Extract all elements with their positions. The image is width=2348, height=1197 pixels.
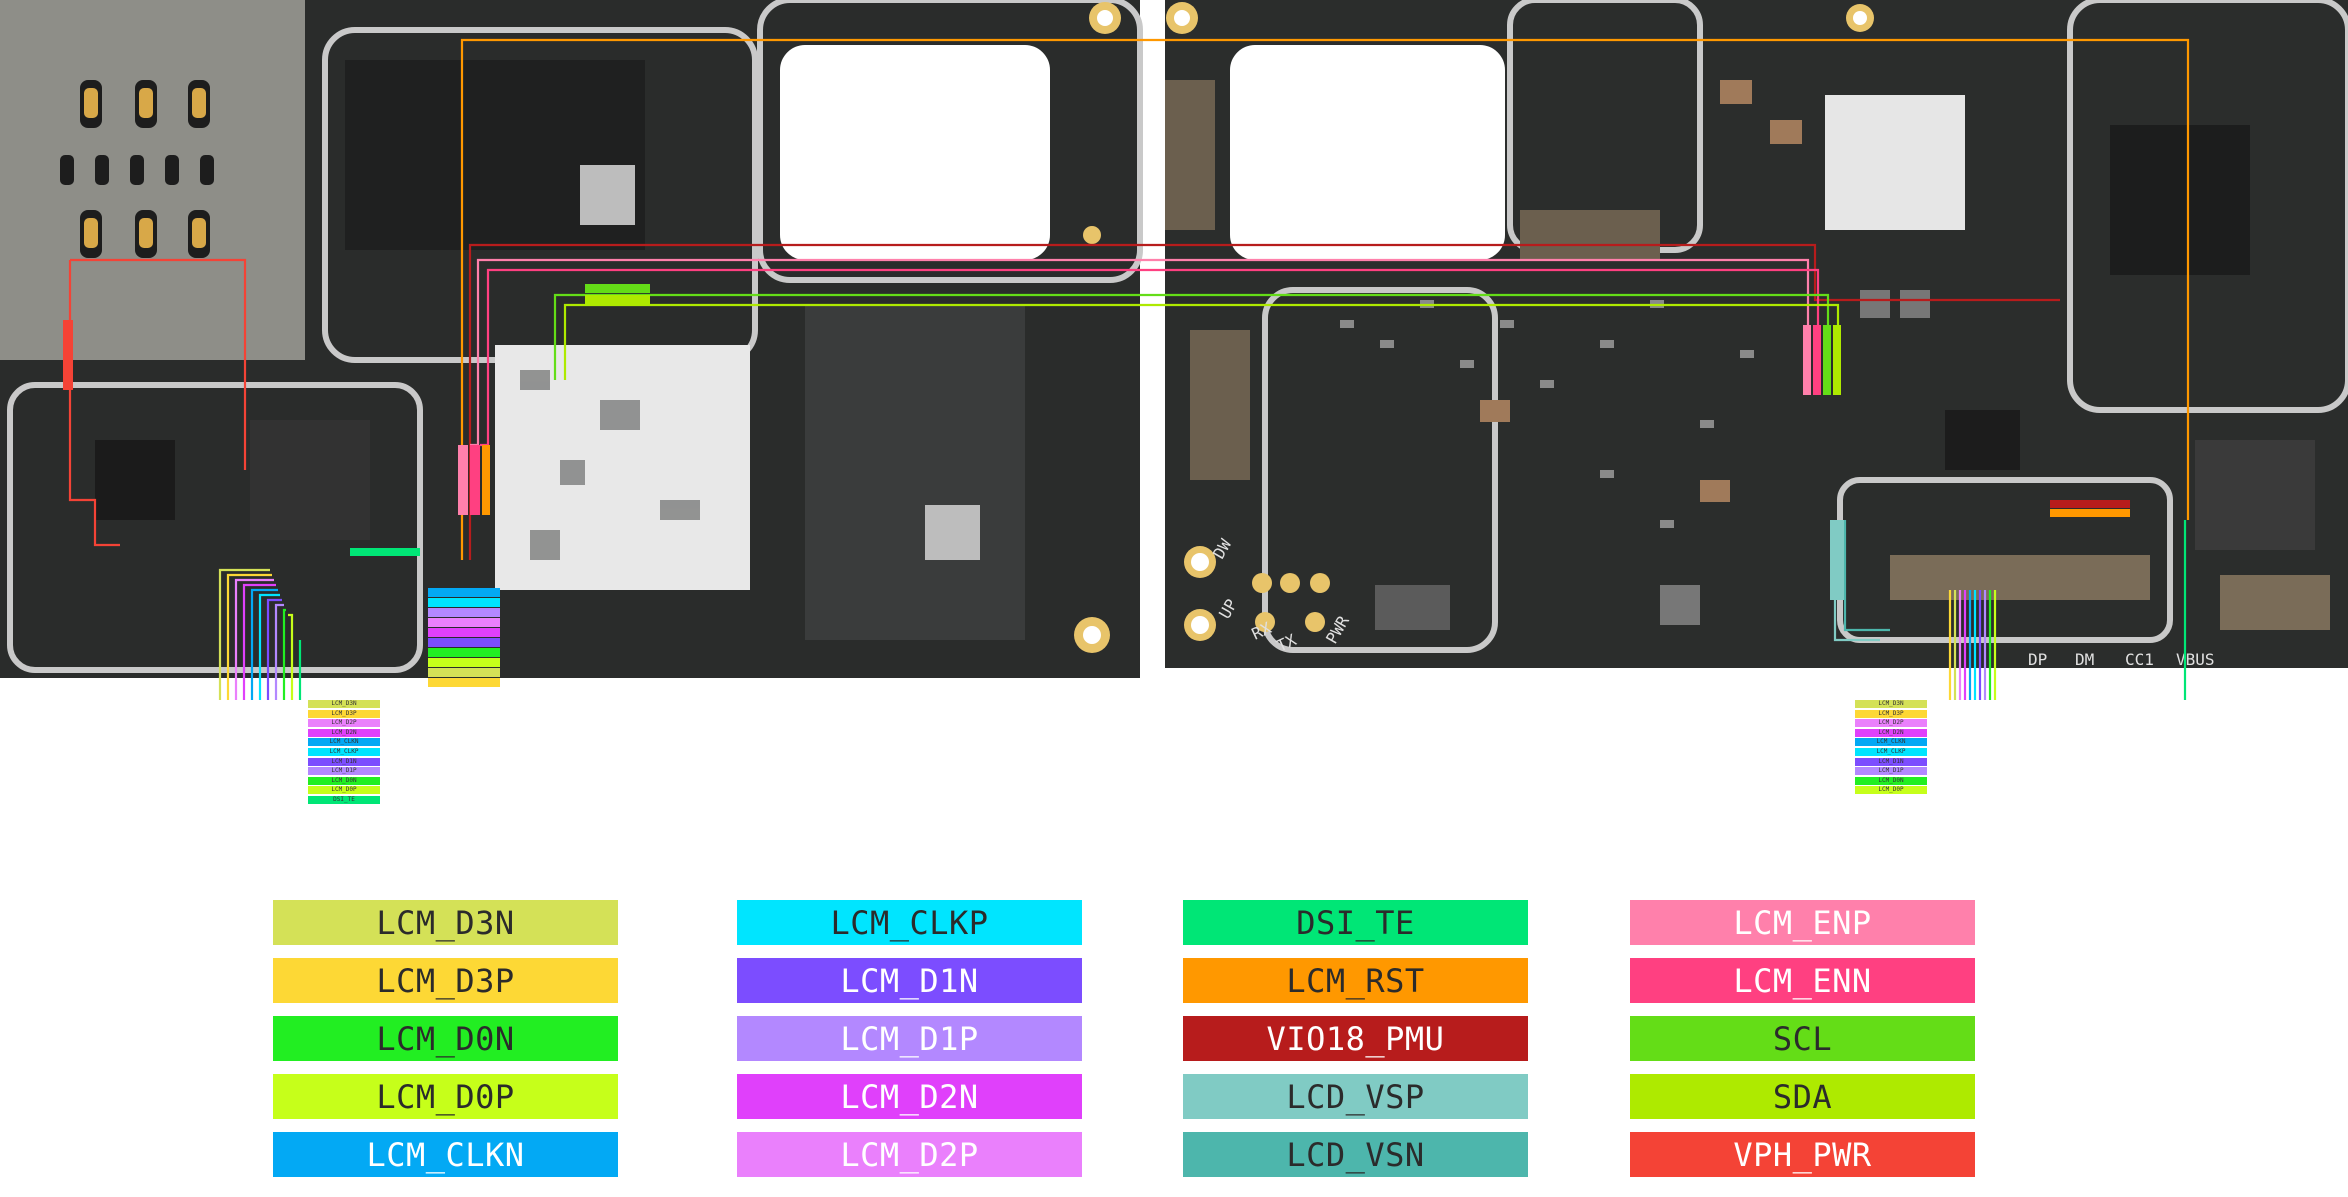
legend-item-lcm-d3p: LCM_D3P [273, 958, 618, 1003]
legend-item-lcd-vsp: LCD_VSP [1183, 1074, 1528, 1119]
usb-pads [2220, 575, 2330, 630]
pad-vio18-right [2050, 500, 2130, 508]
pad-vph-left [63, 320, 73, 390]
connector-c [1520, 210, 1660, 260]
board-chip-lcm-d3n: LCM_D3N [308, 700, 380, 708]
trace-lcd-vsn [1843, 520, 1890, 632]
legend-item-sda: SDA [1630, 1074, 1975, 1119]
board-chip-lcm-clkp: LCM_CLKP [308, 748, 380, 756]
trace-lcm-d0n [282, 590, 1992, 700]
legend-item-lcm-d2n: LCM_D2N [737, 1074, 1082, 1119]
pcb-board-image: DW UP RX TX PWR DP DM CC1 VBUS [0, 0, 2348, 700]
trace-vph-pwr-b [70, 258, 247, 470]
signal-legend: LCM_D3N LCM_D3P LCM_D0N LCM_D0P LCM_CLKN LCM_… [0, 880, 2348, 1190]
legend-item-vph-pwr: VPH_PWR [1630, 1132, 1975, 1177]
trace-lcm-d3n [218, 568, 1957, 700]
trace-lcm-d0p [288, 590, 1997, 700]
pad-lcm-rst [482, 445, 490, 515]
legend-item-lcd-vsn: LCD_VSN [1183, 1132, 1528, 1177]
legend-item-lcm-rst: LCM_RST [1183, 958, 1528, 1003]
trace-lcm-d1n [266, 590, 1982, 700]
silk-dp: DP [2028, 650, 2047, 669]
trace-dsi-te [298, 520, 2187, 700]
board-label-stack-center [428, 588, 500, 687]
pad-sda [585, 295, 650, 304]
board-chip-lcm-d0p: LCM_D0P [308, 786, 380, 795]
legend-item-lcm-d1n: LCM_D1N [737, 958, 1082, 1003]
board-chip-lcm-clkn: LCM_CLKN [1855, 738, 1927, 747]
trace-vph-pwr [68, 260, 120, 547]
legend-item-dsi-te: DSI_TE [1183, 900, 1528, 945]
trace-lcm-d3p [226, 573, 1952, 700]
pad-sda-right [1833, 325, 1841, 395]
legend-item-lcm-d0n: LCM_D0N [273, 1016, 618, 1061]
lcd-connector [1890, 555, 2150, 600]
silk-vbus: VBUS [2176, 650, 2215, 669]
trace-lcm-d2n [242, 583, 1967, 700]
board-chip-lcm-d1p: LCM_D1P [1855, 767, 1927, 776]
board-chip-dsi-te: DSI_TE [308, 796, 380, 804]
pad-enn-right [1813, 325, 1821, 395]
pad-lcm-enp [458, 445, 468, 515]
board-chip-lcm-d0n: LCM_D0N [1855, 776, 1927, 785]
pad-scl [585, 284, 650, 293]
pad-dsi-te [350, 548, 420, 556]
legend-item-lcm-clkp: LCM_CLKP [737, 900, 1082, 945]
pad-lcm-enn [470, 445, 480, 515]
legend-item-lcm-d3n: LCM_D3N [273, 900, 618, 945]
board-chip-lcm-d3p: LCM_D3P [1855, 709, 1927, 718]
connector-b [1190, 330, 1250, 480]
board-chip-lcm-d2n: LCM_D2N [308, 728, 380, 737]
board-chip-lcm-clkn: LCM_CLKN [308, 738, 380, 747]
legend-item-lcm-enn: LCM_ENN [1630, 958, 1975, 1003]
legend-item-lcm-clkn: LCM_CLKN [273, 1132, 618, 1177]
legend-item-lcm-d2p: LCM_D2P [737, 1132, 1082, 1177]
sim-tray [0, 0, 305, 360]
legend-item-lcm-enp: LCM_ENP [1630, 900, 1975, 945]
legend-item-vio18-pmu: VIO18_PMU [1183, 1016, 1528, 1061]
board-chip-lcm-d1n: LCM_D1N [308, 757, 380, 766]
board-chip-lcm-d2p: LCM_D2P [1855, 719, 1927, 728]
board-chip-lcm-d1p: LCM_D1P [308, 767, 380, 776]
board-chip-lcm-d0n: LCM_D0N [308, 776, 380, 785]
legend-item-lcm-d0p: LCM_D0P [273, 1074, 618, 1119]
trace-lcm-rst [460, 38, 2190, 560]
trace-lcm-d2p [234, 578, 1962, 700]
board-chip-lcm-d1n: LCM_D1N [1855, 757, 1927, 766]
board-chip-lcm-d3p: LCM_D3P [308, 709, 380, 718]
memory-chip [805, 305, 1025, 640]
cpu-bga [495, 345, 750, 590]
board-chip-lcm-d0p: LCM_D0P [1855, 786, 1927, 795]
trace-lcm-clkn [250, 588, 1972, 700]
trace-vio18 [468, 243, 2060, 560]
pad-vsp-right [1830, 520, 1844, 600]
legend-item-lcm-d1p: LCM_D1P [737, 1016, 1082, 1061]
board-chip-lcm-clkp: LCM_CLKP [1855, 748, 1927, 756]
connector-a [1165, 80, 1215, 230]
trace-lcm-d1p [274, 590, 1987, 700]
board-chip-lcm-d2p: LCM_D2P [308, 719, 380, 728]
silk-cc1: CC1 [2125, 650, 2154, 669]
pad-rst-right [2050, 509, 2130, 517]
board-chip-lcm-d2n: LCM_D2N [1855, 728, 1927, 737]
cutout-right [1230, 45, 1505, 260]
board-chip-lcm-d3n: LCM_D3N [1855, 700, 1927, 708]
pad-scl-right [1823, 325, 1831, 395]
legend-item-scl: SCL [1630, 1016, 1975, 1061]
silk-dm: DM [2075, 650, 2094, 669]
pad-enp-right [1803, 325, 1811, 395]
cutout-left [780, 45, 1050, 260]
trace-lcm-clkp [258, 590, 1977, 700]
